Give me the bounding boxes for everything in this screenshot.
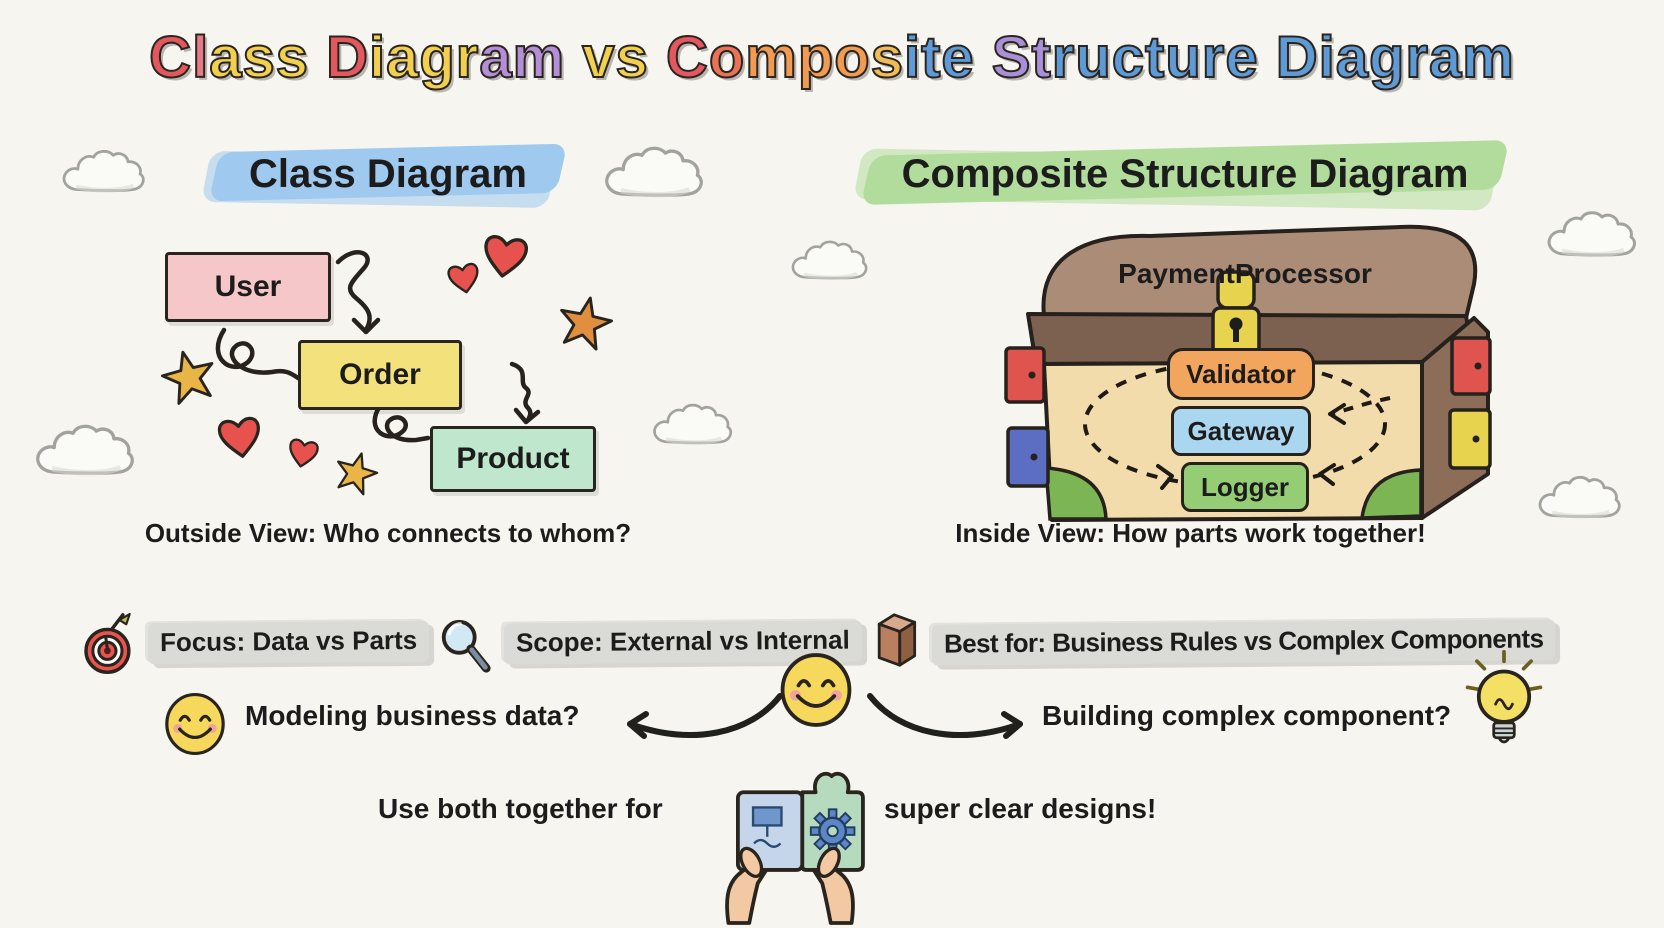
class-box-product: Product	[430, 426, 596, 492]
fact-focus-text: Focus: Data vs Parts	[147, 620, 430, 665]
corner-accent	[1359, 468, 1423, 520]
class-relations-connectors	[215, 250, 541, 443]
star-icon	[160, 350, 214, 405]
part-logger: Logger	[1181, 462, 1309, 512]
footer-after-text: super clear designs!	[884, 793, 1157, 824]
star-icon	[337, 452, 379, 496]
heart-icon	[447, 262, 479, 294]
smiley-icon	[780, 653, 852, 727]
port-tab-blue	[1006, 426, 1050, 488]
composite-structure-header: Composite Structure Diagram	[880, 146, 1490, 203]
gear-icon	[809, 808, 856, 854]
heart-icon	[484, 234, 529, 278]
question-right: Building complex component?	[1042, 700, 1452, 731]
treasure-chest	[1004, 224, 1492, 522]
class-box-order-label: Order	[339, 358, 421, 391]
class-diagram-header: Class Diagram	[228, 146, 548, 203]
class-box-user: User	[165, 252, 331, 322]
page-title: Class Diagram vs Composite Structure Dia…	[148, 24, 1515, 91]
fact-focus: Focus: Data vs Parts	[147, 620, 430, 665]
star-icon	[560, 296, 613, 351]
class-box-user-label: User	[214, 270, 282, 303]
smiley-icon	[165, 692, 225, 756]
right-caption: Inside View: How parts work together!	[955, 518, 1426, 548]
port-tab-yellow	[1448, 408, 1492, 470]
cloud-icon	[605, 146, 703, 198]
chest-lid	[1041, 224, 1478, 320]
heart-icon	[217, 416, 260, 458]
cloud-icon	[1547, 211, 1636, 258]
cloud-icon	[36, 424, 134, 476]
target-icon	[84, 612, 131, 674]
class-box-product-label: Product	[456, 442, 570, 475]
part-validator: Validator	[1167, 348, 1315, 400]
part-validator-label: Validator	[1186, 358, 1296, 389]
chest-title: PaymentProcessor	[1118, 258, 1372, 289]
part-gateway-label: Gateway	[1187, 415, 1295, 446]
cloud-icon	[62, 149, 145, 193]
cloud-icon	[791, 240, 868, 280]
left-caption: Outside View: Who connects to whom?	[144, 518, 632, 548]
lightbulb-icon	[1465, 650, 1543, 744]
footer-before-text: Use both together for	[378, 793, 663, 824]
cube-icon	[877, 613, 917, 667]
port-tab-red	[1004, 346, 1046, 404]
arrow-left-icon	[627, 693, 783, 739]
part-gateway: Gateway	[1171, 406, 1311, 456]
question-left: Modeling business data?	[245, 700, 580, 731]
heart-icon	[289, 438, 319, 468]
cloud-icon	[1538, 475, 1621, 519]
part-logger-label: Logger	[1200, 471, 1290, 502]
puzzle-hands-icon	[725, 771, 865, 925]
lock-icon	[1211, 270, 1261, 356]
corner-accent	[1044, 466, 1108, 521]
port-tab-red	[1450, 336, 1492, 396]
arrow-right-icon	[867, 693, 1023, 739]
cloud-icon	[653, 403, 733, 445]
class-box-order: Order	[298, 340, 462, 410]
magnifier-icon	[441, 619, 491, 673]
